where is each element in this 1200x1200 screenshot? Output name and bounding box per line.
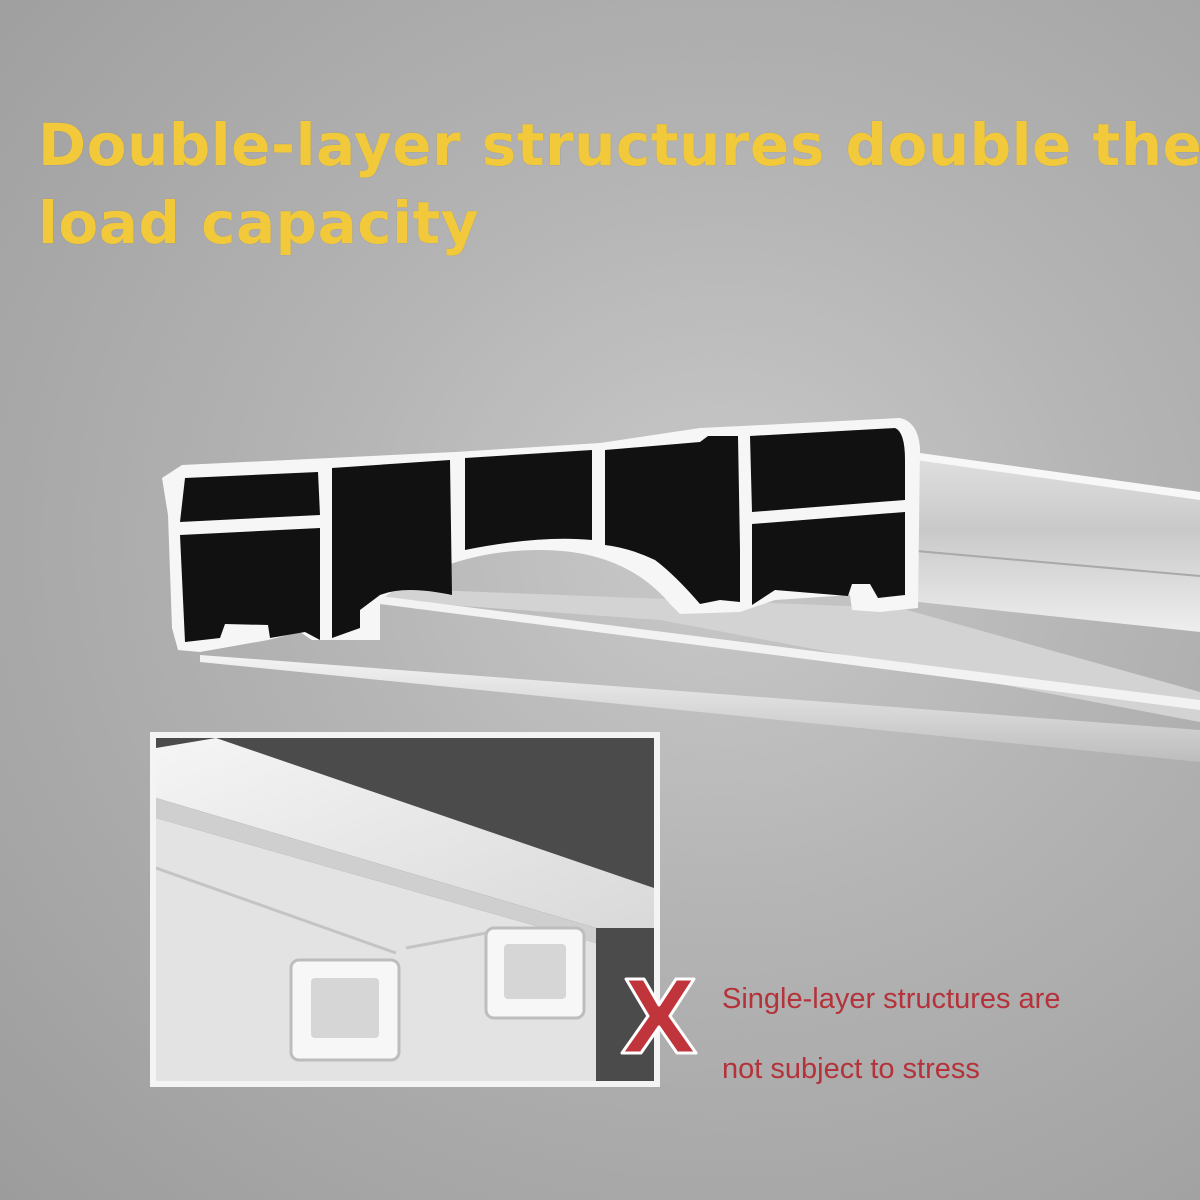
x-mark-icon (620, 977, 698, 1055)
single-layer-rail-inset (150, 732, 660, 1087)
headline: Double-layer structures double the load … (38, 106, 1200, 262)
headline-line-2: load capacity (38, 189, 480, 257)
single-rail-body (156, 818, 596, 1081)
comparison-note-line-1: Single-layer structures are (722, 983, 1061, 1015)
rail-lower-flange (200, 655, 1200, 762)
single-layer-rail-photo (156, 738, 654, 1081)
comparison-note-line-2: not subject to stress (722, 1053, 980, 1085)
headline-line-1: Double-layer structures double the (38, 111, 1200, 179)
profile-chambers (180, 428, 905, 642)
double-layer-rail-illustration (162, 418, 1200, 762)
single-rail-top (156, 738, 654, 928)
